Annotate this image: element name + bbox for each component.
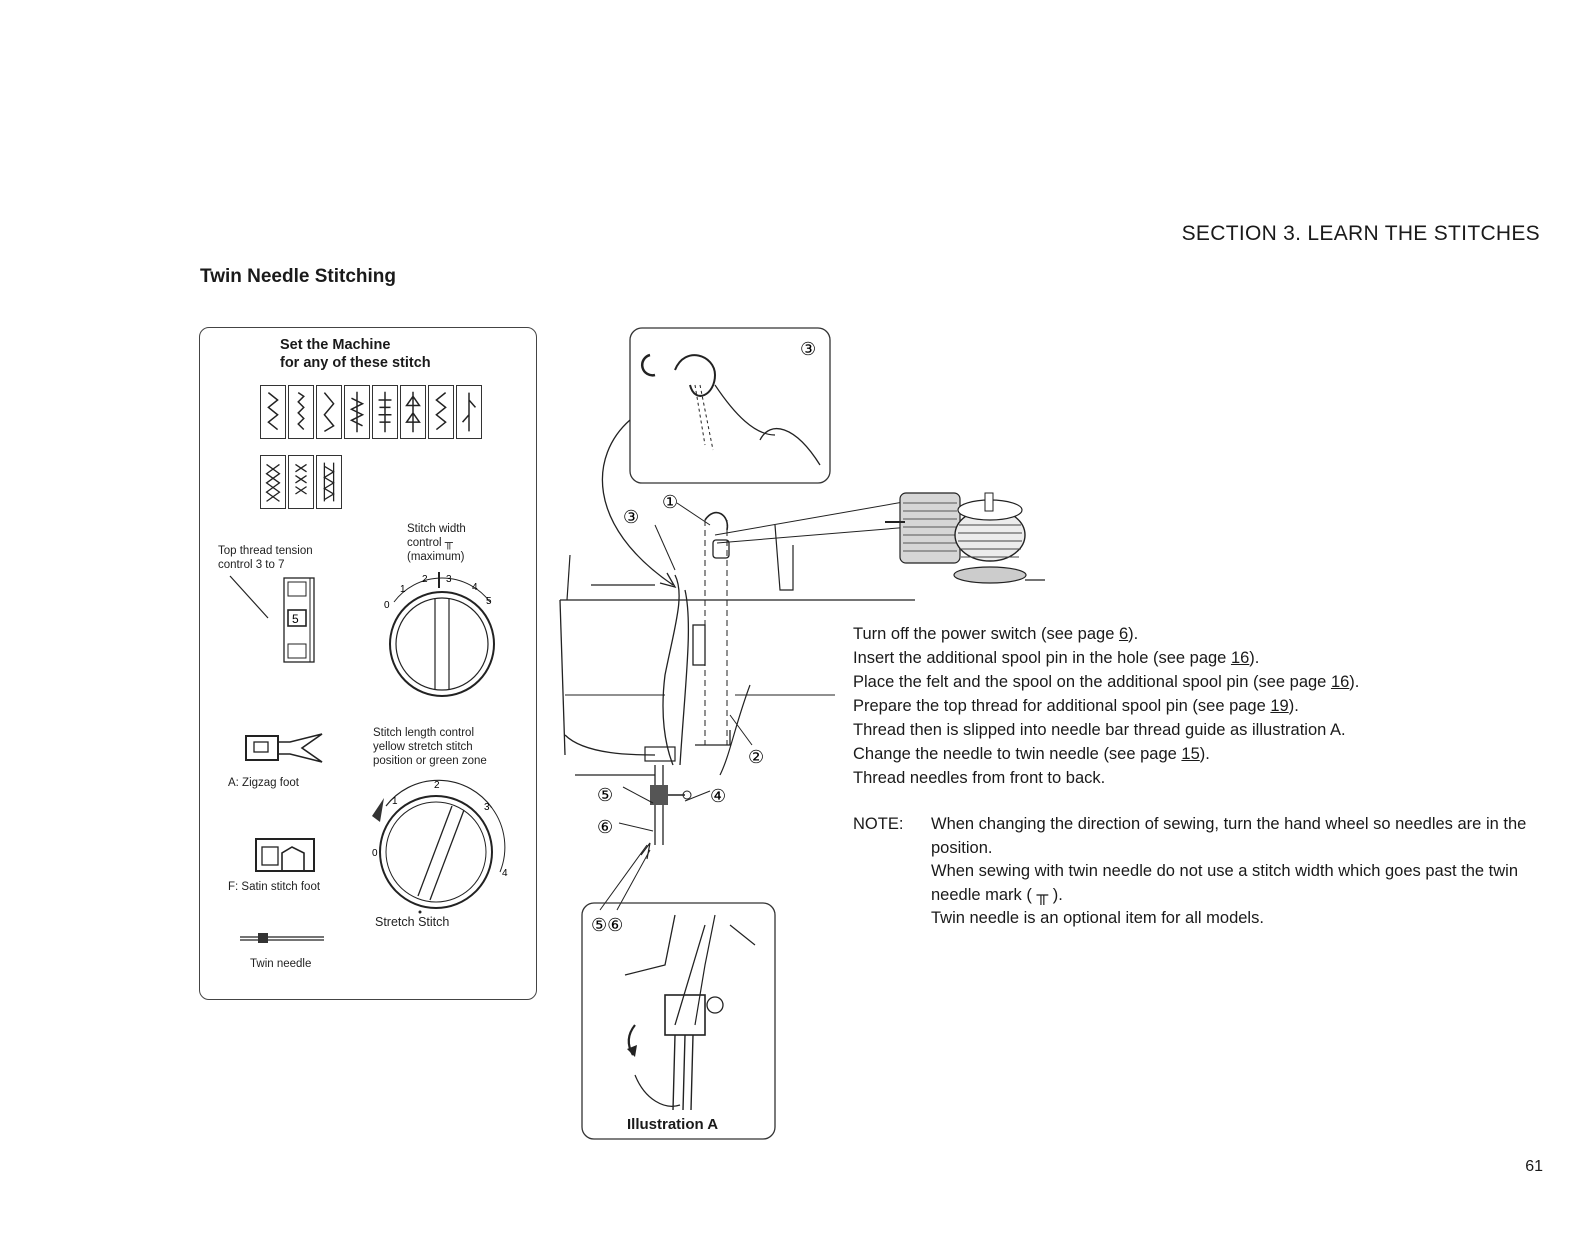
machine-settings-panel: Set the Machine for any of these stitch … [199, 327, 537, 1000]
note-paragraph-3: Twin needle is an optional item for all … [931, 909, 1264, 927]
panel-heading-line-2: for any of these stitch [280, 355, 431, 371]
callout-5-6: ⑤⑥ [591, 915, 623, 936]
threading-illustration: ③ [559, 327, 1045, 1140]
page-ref-link: 19 [1270, 697, 1289, 715]
twin-needle-icon [240, 933, 324, 943]
svg-text:4: 4 [472, 582, 478, 593]
instruction-step-3: Place the felt and the spool on the addi… [853, 673, 1360, 691]
callout-6: ⑥ [597, 817, 613, 838]
instruction-steps: Turn off the power switch (see page 6). … [853, 622, 1359, 790]
satin-stitch-foot-label: F: Satin stitch foot [228, 881, 321, 893]
stitch-width-dial: 0 1 2 3 4 5 [384, 572, 495, 697]
panel-heading-line-1: Set the Machine [280, 337, 391, 353]
page-ref-link: 16 [1230, 649, 1250, 667]
satin-stitch-foot-icon [255, 838, 315, 872]
twin-needle-mark-icon: ╥ [444, 537, 453, 549]
stitch-width-label: Stitch width control ╥ (maximum) [407, 523, 466, 563]
svg-text:3: 3 [484, 802, 490, 813]
svg-text:1: 1 [400, 584, 406, 595]
stitch-pattern-icon [372, 385, 398, 439]
twin-needle-label: Twin needle [250, 958, 312, 970]
note-paragraph-2: When sewing with twin needle do not use … [931, 862, 1518, 904]
svg-text:4: 4 [502, 868, 508, 879]
panel-heading: Set the Machine for any of these stitch [280, 336, 431, 372]
instruction-step-4: Prepare the top thread for additional sp… [853, 697, 1299, 715]
stitch-pattern-icon [400, 385, 426, 439]
stitch-pattern-icon [456, 385, 482, 439]
page-ref-link: 16 [1330, 673, 1350, 691]
svg-text:0: 0 [372, 848, 378, 859]
tension-value: 5 [292, 612, 299, 626]
stitch-pattern-icon [260, 455, 286, 509]
instruction-step-5: Thread then is slipped into needle bar t… [853, 721, 1346, 739]
zigzag-foot-icon [245, 733, 323, 763]
callout-1: ① [662, 492, 678, 513]
stitch-length-dial: 1 2 3 0 4 [372, 779, 508, 914]
callout-5: ⑤ [597, 785, 613, 806]
page-ref-link: 6 [1118, 625, 1129, 643]
svg-text:0: 0 [384, 600, 390, 611]
stitch-patterns-row-1 [260, 385, 482, 439]
stitch-pattern-icon [344, 385, 370, 439]
page-number: 61 [1525, 1158, 1543, 1175]
instruction-step-7: Thread needles from front to back. [853, 769, 1106, 787]
stitch-pattern-icon [288, 385, 314, 439]
svg-text:1: 1 [392, 796, 398, 807]
page-ref-link: 15 [1181, 745, 1200, 763]
stitch-patterns-row-2 [260, 455, 342, 509]
illustration-a-inset: ⑤⑥ [581, 902, 776, 1140]
callout-3-top: ③ [800, 339, 816, 360]
stitch-pattern-icon [288, 455, 314, 509]
tension-control-label: Top thread tension control 3 to 7 [218, 545, 313, 571]
stitch-pattern-icon [316, 385, 342, 439]
svg-text:2: 2 [422, 574, 428, 585]
stitch-pattern-icon [260, 385, 286, 439]
stitch-length-label: Stitch length control yellow stretch sti… [373, 727, 487, 767]
callout-4: ④ [710, 786, 726, 807]
stitch-pattern-icon [316, 455, 342, 509]
thread-guide-inset: ③ [629, 327, 831, 484]
instruction-step-1: Turn off the power switch (see page 6). [853, 625, 1139, 643]
svg-text:3: 3 [446, 574, 452, 585]
sewing-machine-head [559, 511, 915, 845]
svg-text:5: 5 [486, 596, 492, 607]
instruction-step-6: Change the needle to twin needle (see pa… [853, 745, 1210, 763]
callout-3-side: ③ [623, 507, 639, 528]
tension-dial-diagram: 5 [229, 575, 315, 663]
stitch-pattern-icon [428, 385, 454, 439]
svg-text:2: 2 [434, 780, 440, 791]
zigzag-foot-label: A: Zigzag foot [228, 777, 299, 789]
note-label: NOTE: [853, 815, 904, 833]
note-paragraph-1: When changing the direction of sewing, t… [931, 815, 1527, 857]
section-header: SECTION 3. LEARN THE STITCHES [1181, 222, 1540, 245]
note-body: When changing the direction of sewing, t… [931, 813, 1541, 931]
spool-of-thread [714, 492, 1045, 584]
stretch-stitch-label: Stretch Stitch [375, 915, 450, 929]
page-title: Twin Needle Stitching [200, 266, 396, 287]
instruction-step-2: Insert the additional spool pin in the h… [853, 649, 1260, 667]
callout-2: ② [748, 747, 764, 768]
illustration-a-caption: Illustration A [627, 1116, 719, 1133]
